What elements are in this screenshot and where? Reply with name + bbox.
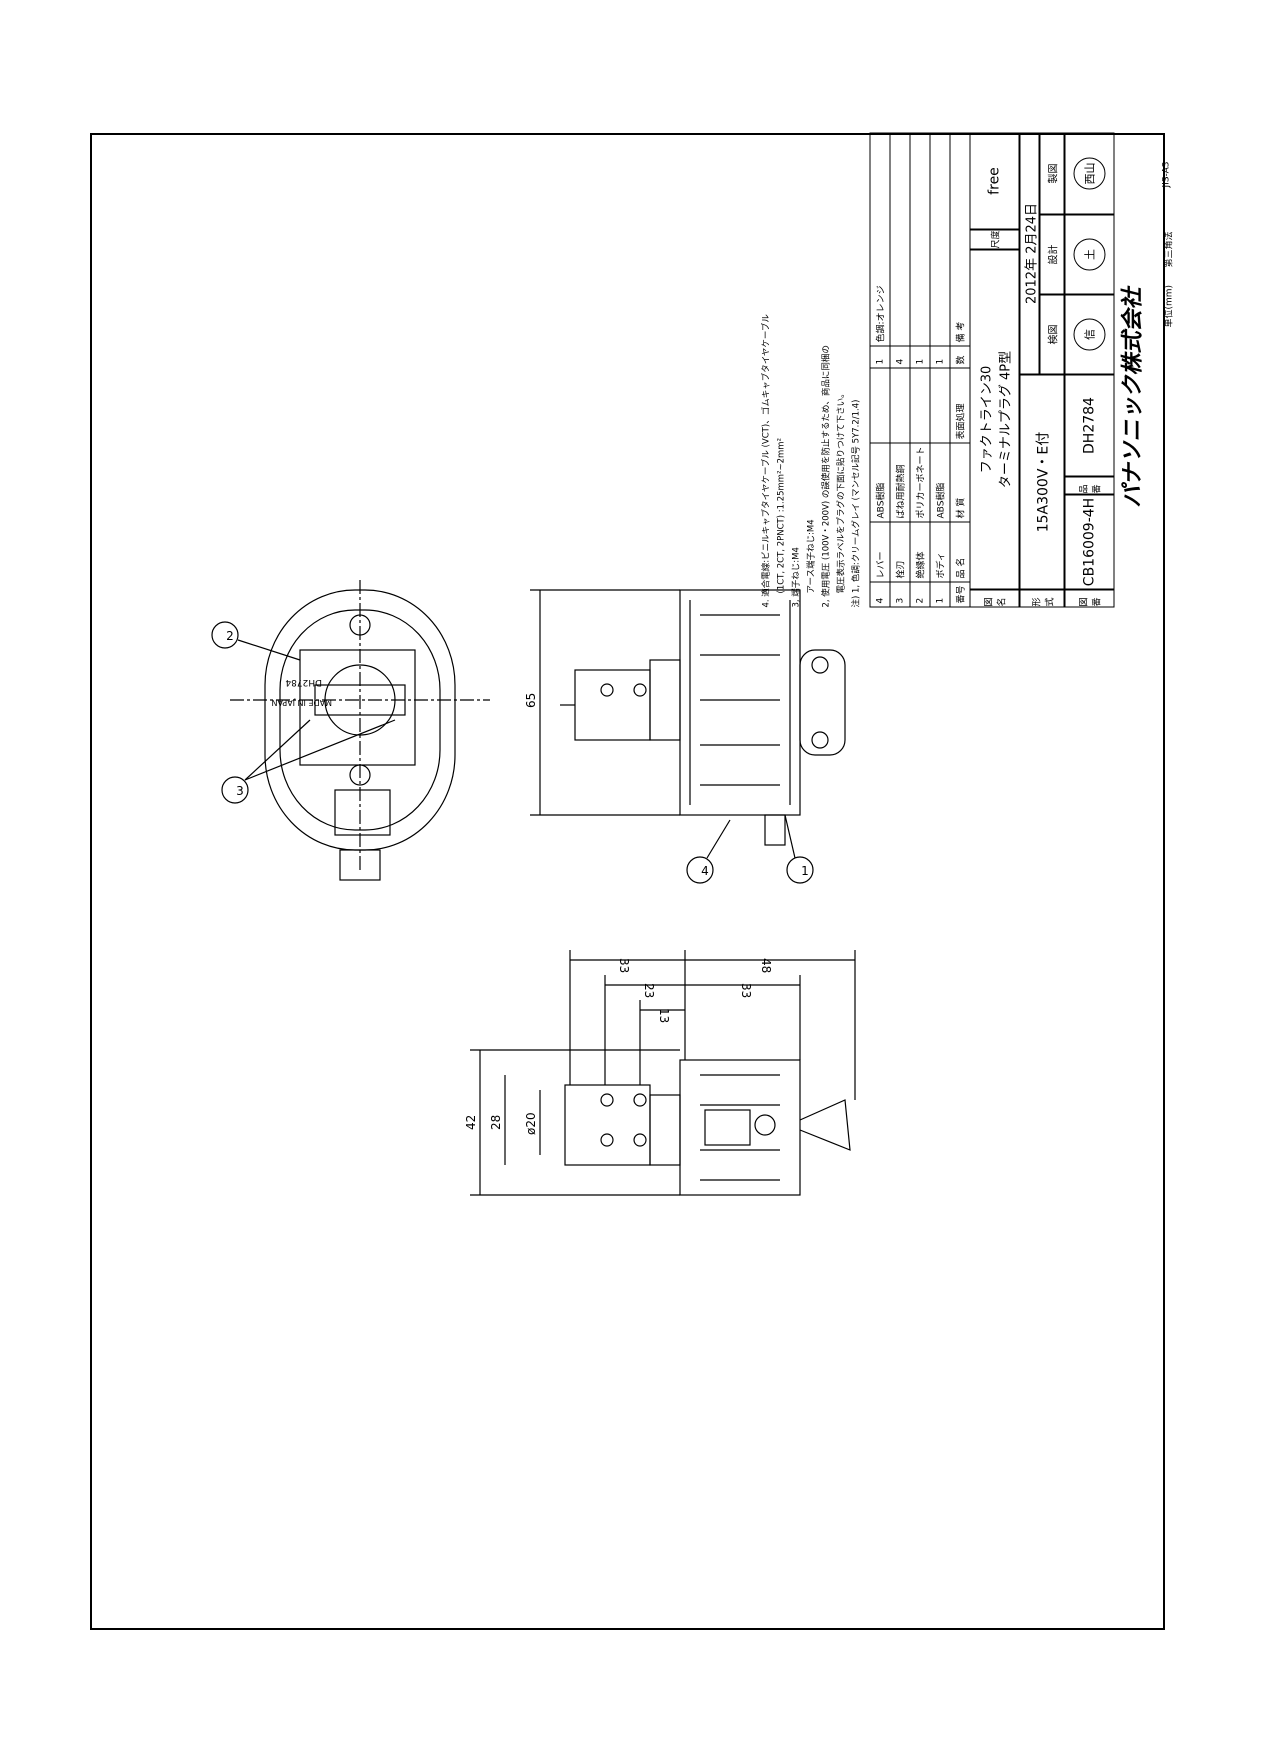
projection: 第三角法 [1164,231,1175,268]
cell: 1 [930,581,950,607]
dim-28: 28 [489,1115,503,1130]
draw-stamp: 西山 [1073,157,1106,190]
cell: ボディ [930,521,950,582]
cell: 1 [870,345,890,368]
origin-label: MADE IN JAPAN [272,698,332,707]
header-cell: 品 名 [950,521,970,582]
note-1: 注) 1, 色調:クリームグレイ (マンセル記号 5Y7.2/1.4) [851,399,862,608]
cell: ポリカーボネート [910,442,930,522]
drawing-border [90,133,1165,1630]
scale-value: free [969,132,1020,230]
balloon-2-label: 2 [226,629,234,643]
cell [870,367,890,443]
cell: 4 [890,345,910,368]
scale-label: 尺度 [969,229,1020,250]
note-2a: 2, 使用電圧 (100V・200V) の誤使用を防止するため、商品に同梱の [821,345,832,608]
cell: 絶縁体 [910,521,930,582]
cell: 4 [870,581,890,607]
check-stamp: 信 [1073,318,1106,351]
dim-48: 48 [759,958,773,973]
side-view [530,589,846,884]
cell [890,367,910,443]
model-label: 形式 [1019,589,1065,608]
cell [910,133,930,346]
notes: 4. 適合電線:ビニルキャブタイヤケーブル (VCT)、ゴムキャブタイヤケーブル… [760,133,870,608]
draw-stamp-cell: 西山 [1064,132,1115,215]
balloon-4 [686,856,714,884]
top-view [470,950,856,1196]
cell: 1 [930,345,950,368]
header-cell: 表面処理 [950,367,970,443]
cell [910,367,930,443]
date: 2012年 2月24日 [1019,132,1040,375]
design-stamp: 土 [1073,238,1106,271]
header-cell: 材 質 [950,442,970,522]
front-view [211,580,490,881]
product-no: DH2784 [1064,374,1115,477]
note-3a: 3, 端子ねじ:M4 [791,547,802,608]
dim-13: 13 [657,1008,671,1023]
dim-23: 23 [642,983,656,998]
cell [890,133,910,346]
cell [930,367,950,443]
balloon-2 [211,621,239,649]
title-block: 4. 適合電線:ビニルキャブタイヤケーブル (VCT)、ゴムキャブタイヤケーブル… [760,132,1180,608]
note-3b: アース端子ねじ:M4 [806,519,817,594]
drawing-name-line1: ファクトライン30 [979,365,995,474]
cell: 色調:オレンジ [870,133,890,346]
header-cell: 番号 [950,581,970,607]
drawing-no: CB16009-4H [1064,494,1115,590]
header-cell: 数 [950,345,970,368]
design-label: 設計 [1039,214,1065,295]
drawing-name-label: 図名 [969,589,1020,608]
note-2b: 電圧表示ラベルをプラグの下面に貼りつけて下さい。 [836,389,847,594]
cell: 栓刃 [890,521,910,582]
cell [930,133,950,346]
balloon-1 [786,856,814,884]
cell: 3 [890,581,910,607]
cell: レバー [870,521,890,582]
design-stamp-cell: 土 [1064,214,1115,295]
table-header: 番号品 名材 質表面処理数備 考 [950,133,970,607]
check-label: 検図 [1039,294,1065,375]
model-value: 15A300V・E付 [1019,374,1065,590]
dim-42: 42 [464,1115,478,1130]
note-4b: (1CT, 2CT, 2PNCT) :1.25mm²~2mm² [776,438,787,594]
cell: ばね用耐熱銅 [890,442,910,522]
cell: 2 [910,581,930,607]
cell: ABS樹脂 [870,442,890,522]
unit: 単位(mm) [1164,284,1175,328]
check-stamp-cell: 信 [1064,294,1115,375]
balloon-3-label: 3 [236,784,244,798]
note-4a: 4. 適合電線:ビニルキャブタイヤケーブル (VCT)、ゴムキャブタイヤケーブル [761,314,772,608]
header-cell: 備 考 [950,133,970,346]
paper-size: JIS-A3 [1161,161,1172,188]
balloon-3 [221,776,249,804]
draw-label: 製図 [1039,132,1065,215]
drawing-name-line2: ターミナルプラグ 4P型 [998,350,1014,489]
cell: 1 [910,345,930,368]
dim-20: ø20 [524,1112,538,1135]
product-label: DH2784 [285,677,322,687]
balloon-1-label: 1 [801,864,809,878]
cell: ABS樹脂 [930,442,950,522]
product-no-label: 品番 [1064,476,1115,495]
drawing-name: ファクトライン30 ターミナルプラグ 4P型 [969,249,1020,590]
company-name: パナソニック株式会社 [1120,287,1146,508]
dim-33b: 33 [739,983,753,998]
drawing-no-label: 図番 [1064,589,1115,608]
dim-33a: 33 [617,958,631,973]
balloon-4-label: 4 [701,864,709,878]
dim-65: 65 [524,693,538,708]
